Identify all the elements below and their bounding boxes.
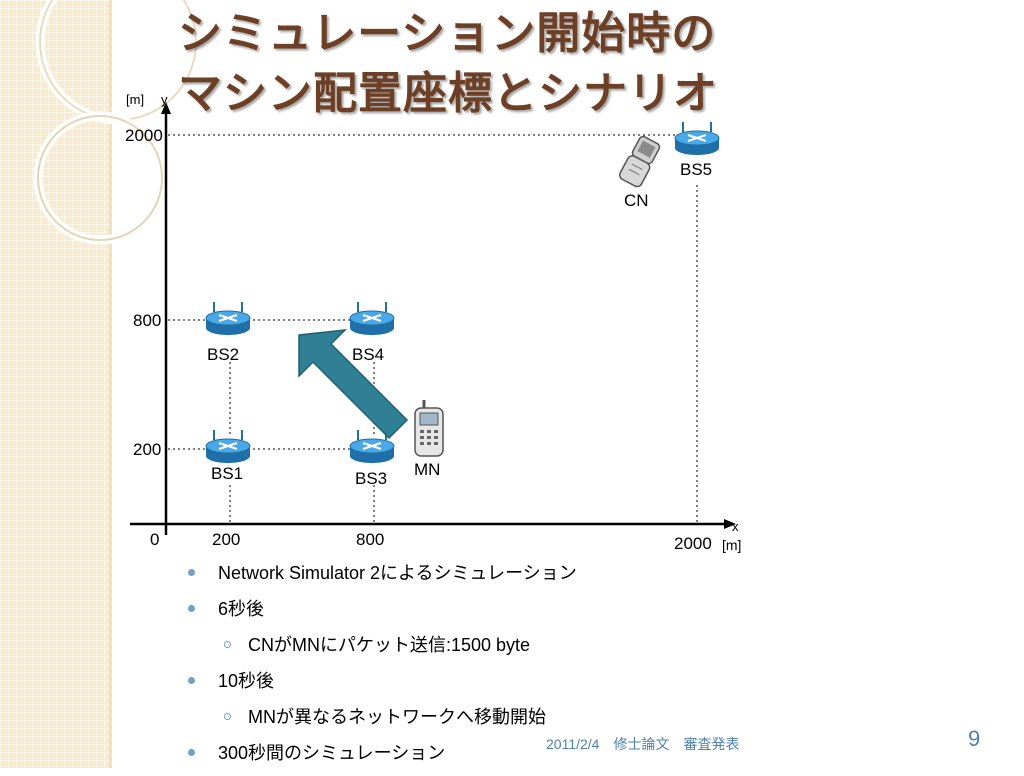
x-tick-0: 0	[150, 530, 159, 549]
sub-bullet-ring-icon	[224, 713, 231, 720]
bullet-item: 6秒後	[188, 596, 577, 632]
bullet-text: 10秒後	[218, 671, 275, 691]
y-axis-label: y	[161, 92, 168, 107]
mn-label: MN	[414, 460, 440, 479]
y-tick-200: 200	[133, 440, 161, 459]
bullet-dot-icon	[188, 605, 195, 612]
cn-flip-phone-icon	[619, 135, 661, 188]
slide-title-line1: シミュレーション開始時の	[178, 8, 717, 59]
mn-cellphone-icon	[414, 400, 444, 457]
bullet-item: Network Simulator 2によるシミュレーション	[188, 560, 577, 596]
bs4-label: BS4	[352, 345, 384, 364]
bullet-item: 300秒間のシミュレーション	[188, 740, 577, 776]
y-axis-arrowhead	[161, 102, 171, 114]
cn-label: CN	[624, 191, 649, 210]
guide-lines	[168, 134, 698, 524]
bs4-router-icon	[349, 301, 395, 336]
bullet-text: MNが異なるネットワークへ移動開始	[248, 707, 546, 727]
bullet-dot-icon	[188, 749, 195, 756]
side-panel-edge	[109, 0, 112, 768]
decorative-side-panel	[0, 0, 112, 768]
x-axis-arrowhead	[724, 519, 736, 529]
bs1-router-icon	[205, 429, 251, 464]
y-tick-800: 800	[133, 311, 161, 330]
bullet-text: CNがMNにパケット送信:1500 byte	[248, 635, 531, 655]
decorative-circles	[33, 0, 201, 245]
bullet-text: 300秒間のシミュレーション	[218, 743, 446, 763]
sub-bullet-item: MNが異なるネットワークへ移動開始	[188, 704, 577, 740]
x-tick-200: 200	[212, 530, 240, 549]
y-tick-2000: 2000	[125, 126, 163, 145]
sub-bullet-item: CNがMNにパケット送信:1500 byte	[188, 632, 577, 668]
slide-title: シミュレーション開始時の マシン配置座標とシナリオ	[178, 4, 718, 124]
bullet-text: Network Simulator 2によるシミュレーション	[218, 563, 577, 583]
bs5-label: BS5	[680, 160, 712, 179]
x-tick-800: 800	[356, 530, 384, 549]
page-number: 9	[968, 726, 981, 751]
bs1-label: BS1	[211, 464, 243, 483]
bullet-dot-icon	[188, 677, 195, 684]
bullet-text: 6秒後	[218, 599, 265, 619]
bs2-router-icon	[205, 301, 251, 336]
bs5-router-icon	[674, 121, 720, 156]
x-axis-label: x	[732, 519, 739, 534]
bs3-label: BS3	[355, 469, 387, 488]
bullet-dot-icon	[188, 569, 195, 576]
bullet-item: 10秒後	[188, 668, 577, 704]
bullet-list: Network Simulator 2によるシミュレーション 6秒後 CNがMN…	[188, 560, 577, 776]
x-tick-2000: 2000	[674, 534, 712, 553]
y-unit-label: [m]	[126, 92, 144, 107]
slide-footer: 2011/2/4 修士論文 審査発表	[546, 736, 740, 752]
bs2-label: BS2	[207, 345, 239, 364]
x-unit-label: [m]	[722, 537, 741, 553]
move-arrow-icon	[298, 329, 409, 440]
sub-bullet-ring-icon	[224, 641, 231, 648]
axes	[130, 102, 736, 535]
slide-title-line2: マシン配置座標とシナリオ	[178, 68, 718, 119]
